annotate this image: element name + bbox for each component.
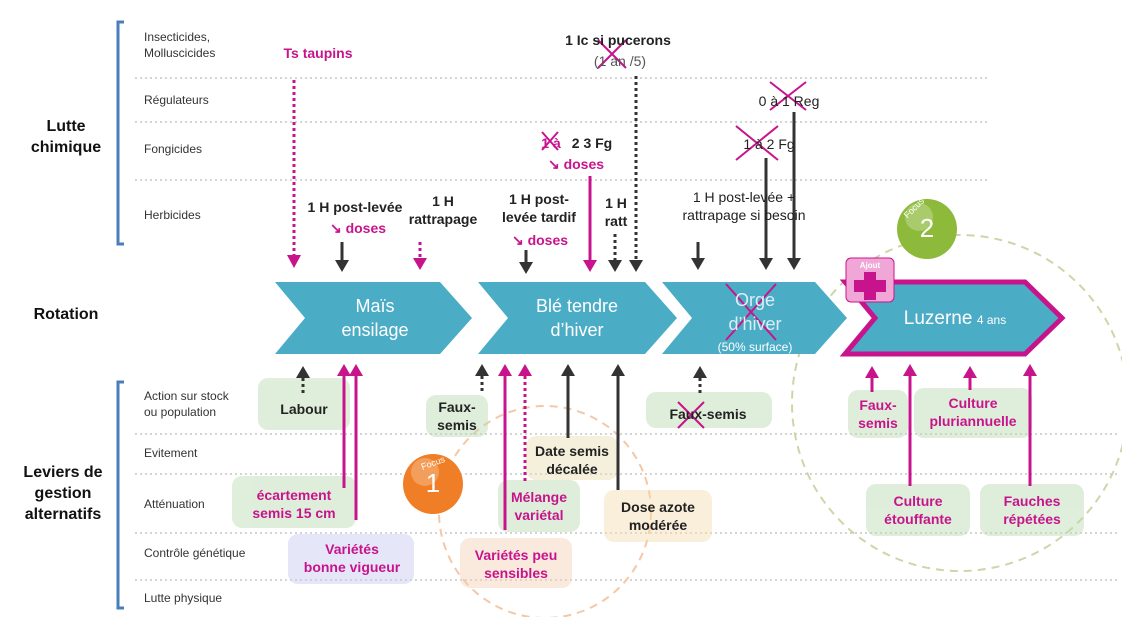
focus2-zone (791, 234, 1122, 572)
crop-ble: Blé tendre d’hiver (535, 296, 619, 340)
chevron-mais (275, 282, 472, 354)
note-ts-taupins: Ts taupins (283, 45, 353, 61)
note-fg-ble-doses: ↘ doses (547, 156, 605, 172)
note-ic-pucerons: 1 Ic si pucerons (565, 32, 671, 48)
cat-fungicides: Fongicides (144, 142, 203, 156)
lever-culture-etouffante: Culture étouffante (884, 493, 952, 527)
cat-insecticides: Insecticides, Molluscicides (144, 30, 216, 60)
chevron-luzerne (839, 279, 1066, 357)
section-rotation: Rotation (33, 306, 99, 323)
chevron-orge (662, 282, 847, 354)
note-h-ble-doses: ↘ doses (511, 232, 569, 248)
focus1-zone (438, 405, 652, 617)
note-fg-ble: 2 3 Fg (571, 135, 613, 151)
focus2-bubble (897, 199, 957, 259)
lever-varietes-vigueur: Variétés bonne vigueur (303, 541, 401, 575)
note-h-ratt: 1 H ratt (604, 195, 628, 229)
crop-mais: Maïs ensilage (341, 296, 409, 340)
cat-avoidance: Evitement (144, 446, 198, 460)
lever-culture-pluri: Culture pluriannuelle (929, 395, 1017, 429)
ajout-label: Ajout (859, 261, 881, 270)
section-levers: Leviers de gestion alternatifs (23, 464, 103, 523)
lever-melange: Mélange variétal (510, 489, 567, 523)
note-h-rattrapage: 1 H rattrapage (408, 193, 478, 227)
chemical-bracket (116, 20, 124, 246)
lever-ecartement: écartement semis 15 cm (252, 487, 336, 521)
cat-attenuation: Atténuation (144, 497, 205, 511)
focus2-number: 2 (919, 213, 935, 243)
note-fg-orge: 1 à 2 Fg (743, 136, 795, 152)
crop-luzerne-years: 4 ans (976, 313, 1007, 327)
strike-crosses (541, 39, 807, 429)
lever-fauches: Fauches répétées (1003, 493, 1061, 527)
crop-orge-note: (50% surface) (717, 340, 793, 354)
focus1-number: 1 (425, 468, 441, 498)
cat-regulators: Régulateurs (144, 93, 209, 107)
chevron-ble (478, 282, 677, 354)
crop-luzerne: Luzerne 4 ans (870, 308, 1040, 330)
note-h-ble: 1 H post- levée tardif (502, 191, 576, 225)
lever-faux-semis-orge: Faux-semis (669, 406, 747, 422)
levers-bracket (116, 380, 124, 610)
note-h-mais-doses: ↘ doses (329, 220, 387, 236)
lever-varietes-sensibles: Variétés peu sensibles (474, 547, 558, 581)
section-chemical: Lutte chimique (30, 118, 102, 156)
crop-luzerne-name: Luzerne (903, 308, 973, 329)
cat-herbicides: Herbicides (144, 208, 201, 222)
label-halos (232, 378, 1084, 588)
cat-stock: Action sur stock ou population (144, 389, 229, 419)
note-reg: 0 à 1 Reg (758, 93, 820, 109)
focus1-bubble (403, 454, 463, 514)
note-fg-ble-prefix: 1 à (541, 135, 561, 151)
lever-faux-semis-ble: Faux- semis (437, 399, 477, 433)
cat-genetic: Contrôle génétique (144, 546, 246, 560)
cat-physical: Lutte physique (144, 591, 223, 605)
lever-labour: Labour (280, 401, 328, 417)
crop-orge: Orge d’hiver (728, 290, 782, 334)
note-ic-freq: (1 an /5) (593, 53, 647, 69)
lever-dose-azote: Dose azote modérée (621, 499, 695, 533)
lever-date-semis: Date semis décalée (535, 443, 609, 477)
lever-faux-semis-luz: Faux- semis (858, 397, 898, 431)
note-h-orge: 1 H post-levée + rattrapage si besoin (682, 189, 806, 223)
note-h-mais: 1 H post-levée (307, 199, 403, 215)
